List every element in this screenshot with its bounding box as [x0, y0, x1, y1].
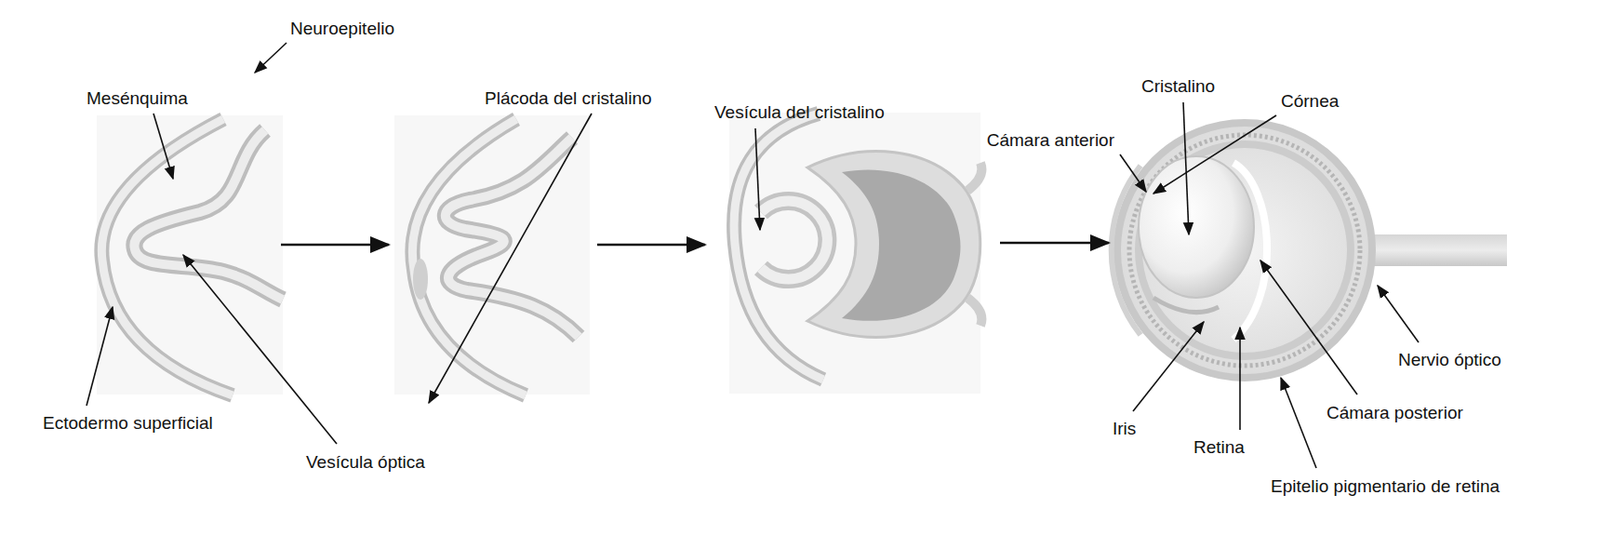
part-label: Nervio óptico [1398, 349, 1502, 371]
part-label: Ectodermo superficial [42, 413, 214, 434]
retina-layer [1138, 144, 1351, 357]
panel-ground [96, 115, 283, 395]
part-label: Plácoda del cristalino [484, 88, 653, 109]
leader-line [1239, 327, 1241, 430]
optic-cup [445, 137, 579, 337]
stage-arrow [280, 243, 389, 247]
part-label: Cristalino [1141, 76, 1215, 97]
leader-line [254, 42, 287, 73]
lens-vesicle [760, 200, 827, 280]
part-label: Cámara anterior [986, 130, 1115, 151]
leader-line [1280, 377, 1317, 468]
stage-arrow [280, 242, 1109, 245]
leader-line [1183, 102, 1189, 235]
stage-four [1111, 122, 1507, 378]
sclera [1117, 122, 1373, 378]
optic-stalk [967, 162, 982, 326]
part-label: Córnea [1280, 91, 1339, 112]
part-label: Mesénquima [86, 88, 188, 109]
optic-nerve [1367, 234, 1507, 267]
leader-line [755, 128, 760, 230]
cornea [1111, 165, 1141, 335]
panel-ground [729, 112, 981, 394]
leader-line [1377, 285, 1419, 343]
iris [1153, 297, 1219, 313]
part-label: Cámara posterior [1326, 402, 1464, 424]
neuroepithelium [133, 130, 283, 300]
leader-line [1260, 260, 1358, 395]
part-label: Iris [1112, 418, 1136, 440]
optic-cup [445, 137, 579, 337]
part-label: Vesícula óptica [306, 452, 426, 473]
panel-ground [394, 115, 590, 395]
surface-ectoderm [733, 113, 824, 380]
leader-line [428, 113, 592, 403]
leader-line [86, 306, 113, 406]
stage-arrow [597, 243, 706, 247]
pigment-epithelium [1129, 134, 1360, 366]
part-label: Retina [1193, 437, 1245, 458]
part-label: Vesícula del cristalino [714, 102, 885, 123]
stage-three [729, 112, 982, 394]
leader-line [1133, 321, 1204, 412]
leader-line [153, 113, 174, 179]
lens-placode [413, 258, 428, 300]
part-label: Epitelio pigmentario de retina [1270, 476, 1500, 497]
stage-two [394, 115, 590, 396]
leader-lines [86, 42, 1419, 468]
surface-ectoderm [733, 113, 824, 380]
stage-one [96, 115, 283, 396]
lens-vesicle [760, 200, 827, 280]
part-label: Neuroepitelio [290, 18, 395, 40]
leader-line [1153, 115, 1277, 194]
neuroepithelium [133, 130, 283, 300]
stage-arrow [1000, 241, 1109, 245]
leader-line [1120, 154, 1147, 192]
lens [1138, 156, 1254, 298]
optic-cup-inner-layer [841, 169, 961, 320]
